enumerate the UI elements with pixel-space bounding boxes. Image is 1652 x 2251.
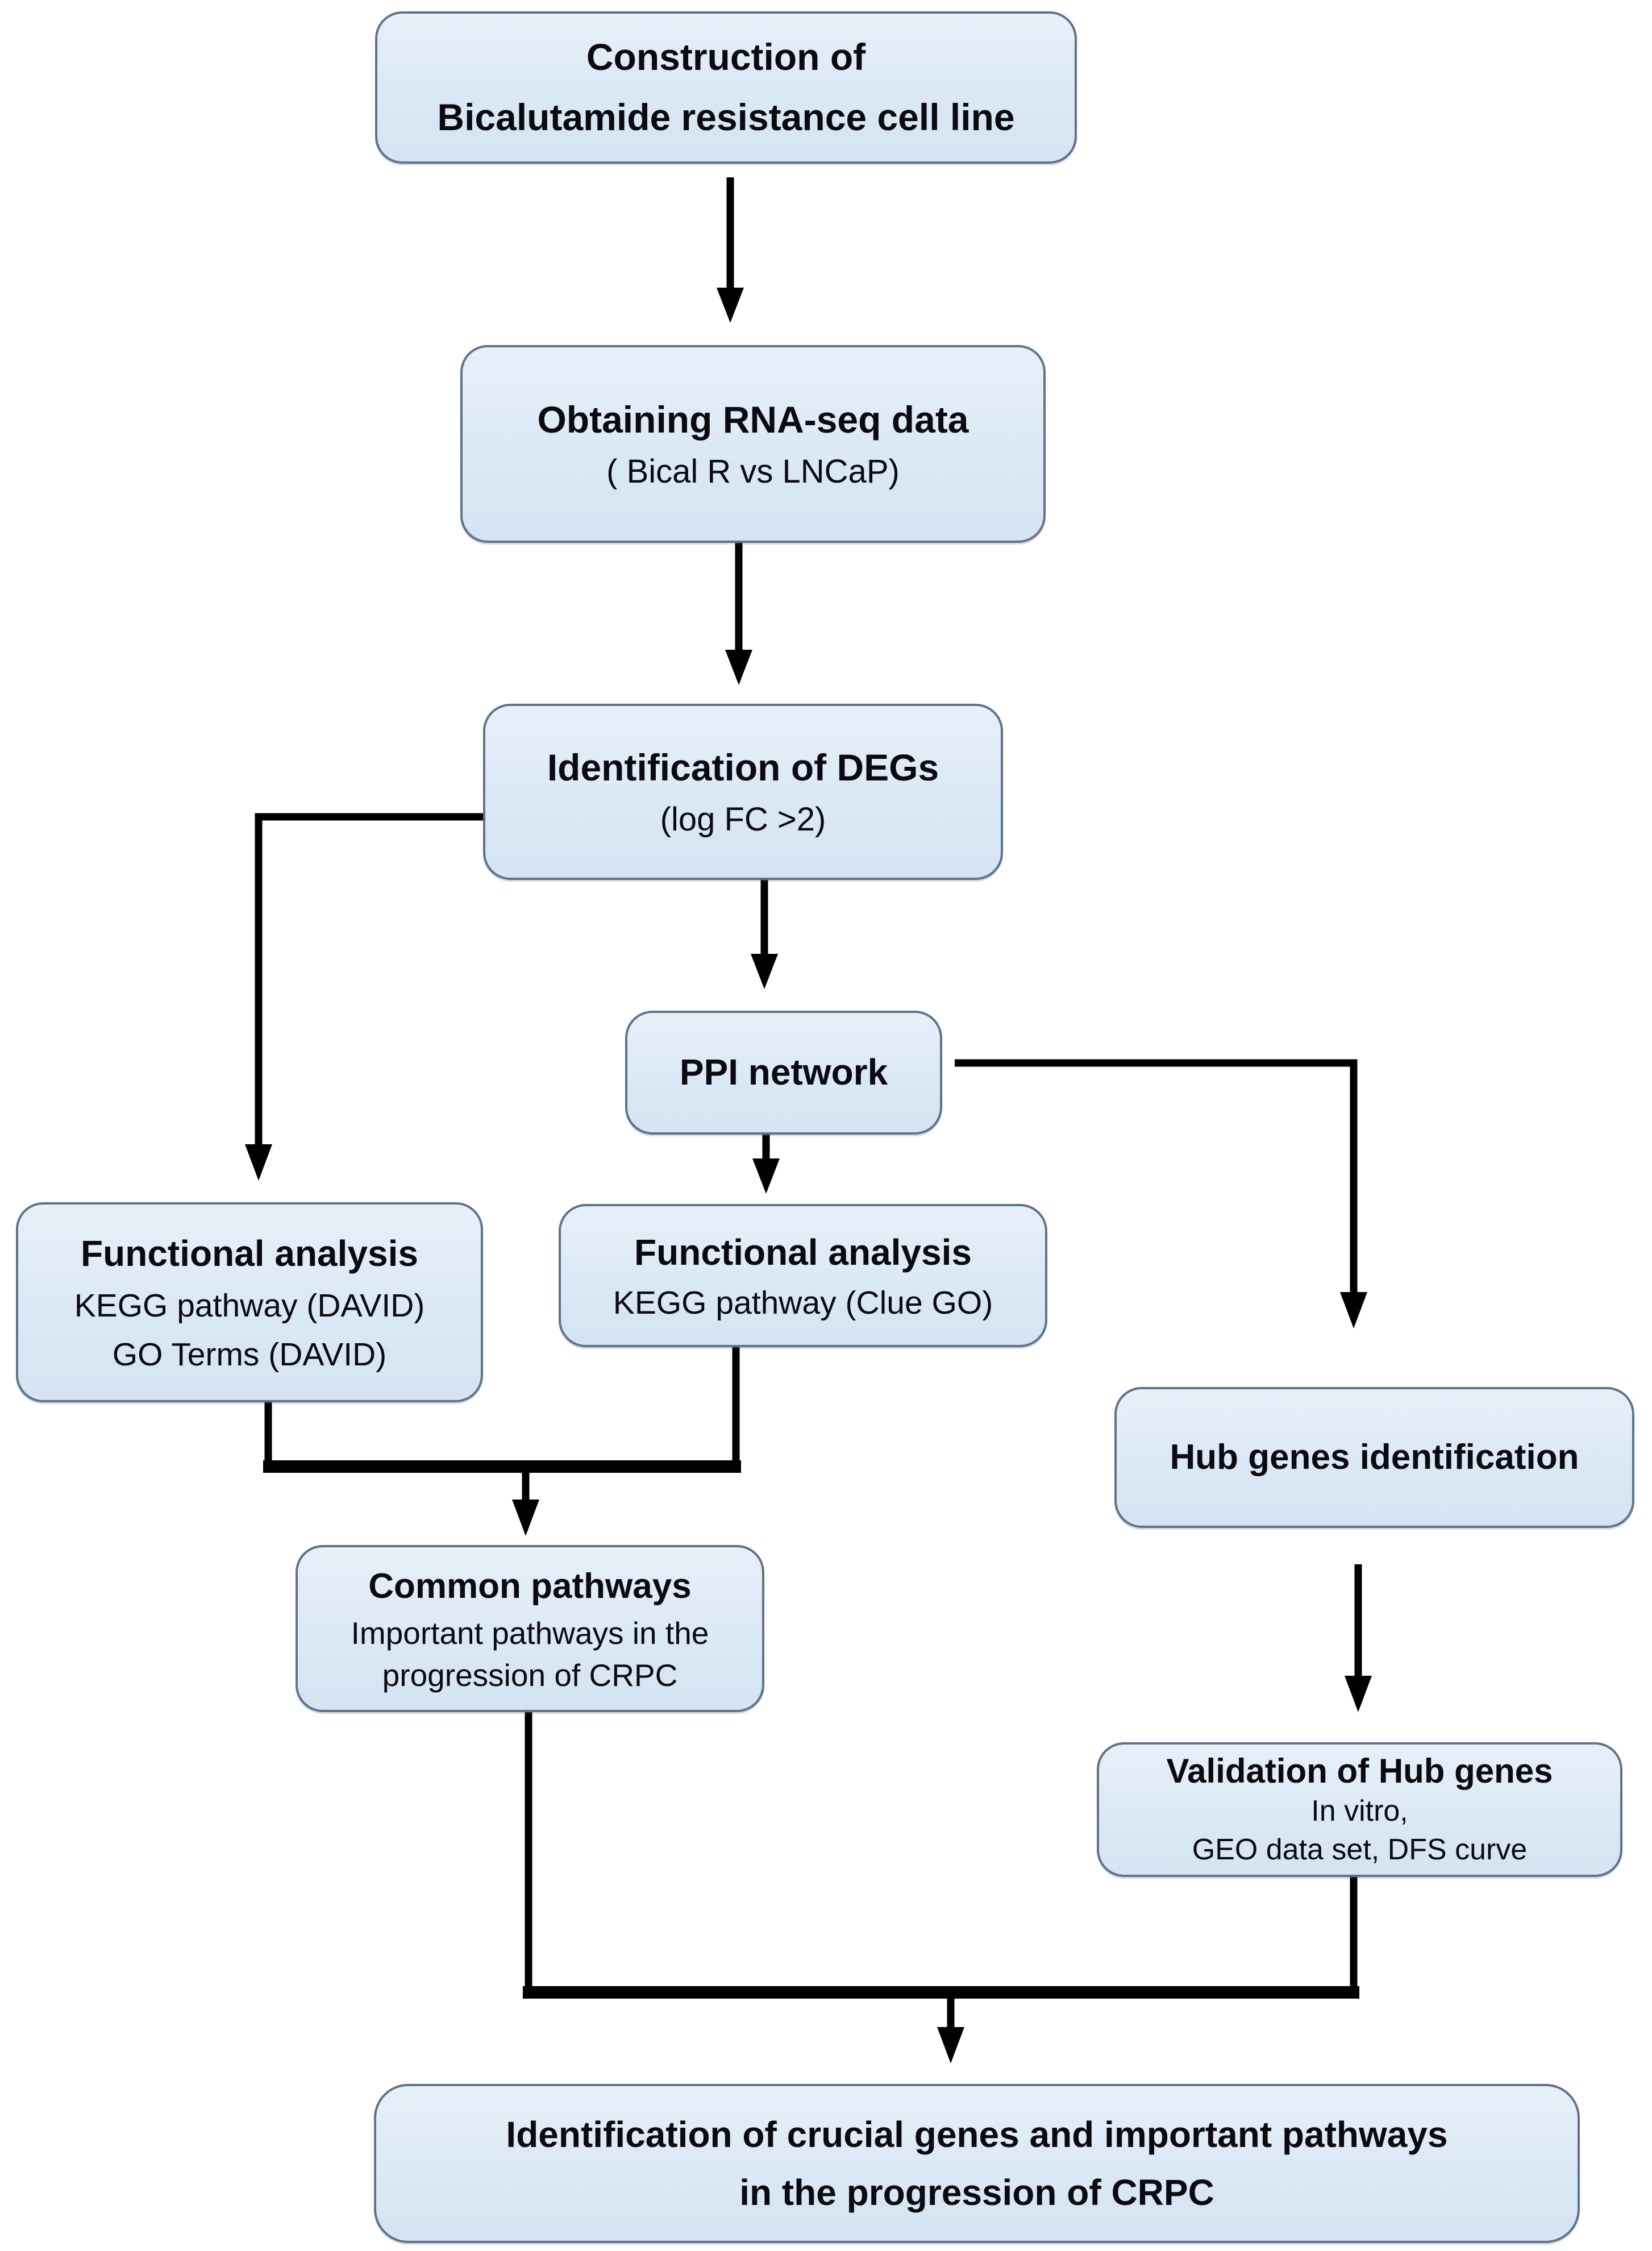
arrowhead-final (937, 2027, 964, 2063)
node-rnaseq: Obtaining RNA-seq data ( Bical R vs LNCa… (460, 345, 1046, 543)
node-final-identification: Identification of crucial genes and impo… (374, 2084, 1580, 2243)
node-subtitle: GEO data set, DFS curve (1192, 1833, 1528, 1866)
node-title: Functional analysis (634, 1231, 972, 1273)
node-ppi: PPI network (625, 1011, 942, 1135)
node-title: Validation of Hub genes (1166, 1752, 1553, 1791)
node-title: Functional analysis (81, 1232, 418, 1274)
node-degs: Identification of DEGs (log FC >2) (483, 704, 1003, 880)
node-common-pathways: Common pathways Important pathways in th… (296, 1545, 764, 1712)
arrowhead-cluego (752, 1158, 780, 1194)
node-subtitle: Important pathways in the (351, 1615, 709, 1651)
node-validation-hub-genes: Validation of Hub genes In vitro, GEO da… (1097, 1742, 1622, 1877)
node-subtitle: In vitro, (1311, 1795, 1408, 1828)
arrowhead-ppi (751, 954, 778, 989)
node-subtitle: KEGG pathway (DAVID) (74, 1288, 425, 1324)
node-subtitle: progression of CRPC (382, 1657, 678, 1693)
node-functional-analysis-cluego: Functional analysis KEGG pathway (Clue G… (559, 1204, 1047, 1347)
node-title: PPI network (679, 1052, 888, 1093)
arrowhead-common (512, 1500, 539, 1536)
node-functional-analysis-david: Functional analysis KEGG pathway (DAVID)… (16, 1202, 483, 1402)
node-subtitle: GO Terms (DAVID) (112, 1336, 387, 1373)
node-subtitle: (log FC >2) (660, 801, 826, 838)
edge-ppi-hub (955, 1059, 1358, 1293)
node-title: Identification of DEGs (547, 746, 939, 789)
node-subtitle: ( Bical R vs LNCaP) (606, 453, 900, 491)
arrowhead-rnaseq (717, 288, 744, 323)
arrowhead-david (245, 1144, 272, 1181)
node-title: Bicalutamide resistance cell line (437, 96, 1015, 138)
arrowhead-hub (1340, 1292, 1367, 1328)
arrowhead-degs (725, 650, 752, 685)
node-title: Common pathways (368, 1566, 692, 1606)
node-title: Identification of crucial genes and impo… (506, 2113, 1448, 2155)
node-construction: Construction of Bicalutamide resistance … (375, 11, 1077, 164)
arrowhead-validation (1345, 1676, 1372, 1712)
node-subtitle: KEGG pathway (Clue GO) (613, 1284, 993, 1321)
node-title: Obtaining RNA-seq data (537, 398, 969, 441)
node-title: Hub genes identification (1170, 1437, 1579, 1477)
node-hub-genes: Hub genes identification (1114, 1387, 1634, 1528)
node-title: Construction of (586, 36, 866, 78)
node-title: in the progression of CRPC (739, 2172, 1214, 2213)
edge-degs-david (255, 813, 483, 1145)
